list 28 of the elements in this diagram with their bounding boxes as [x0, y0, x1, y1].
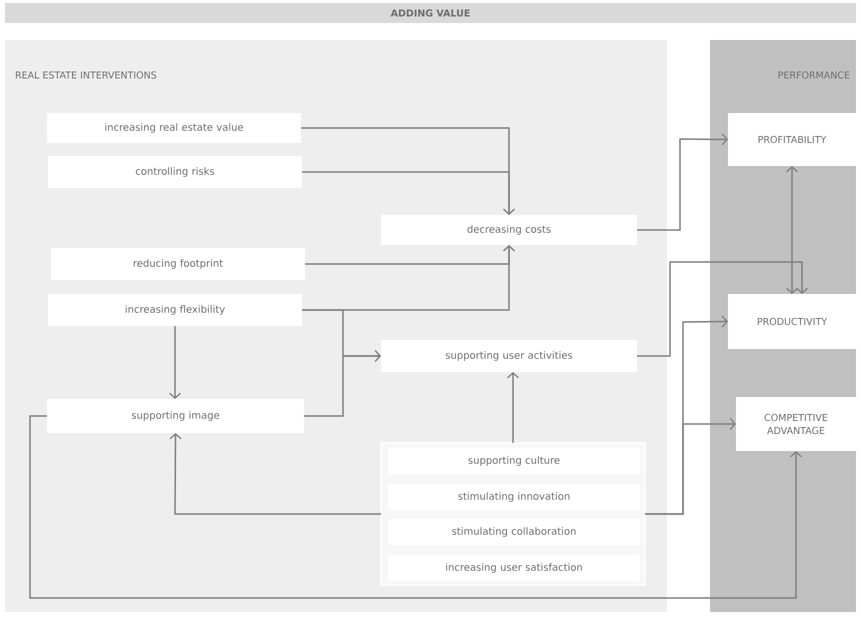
- arrow: [302, 171, 515, 215]
- arrow: [637, 261, 808, 357]
- text-box: PROFITABILITY: [728, 113, 856, 166]
- node-label: PRODUCTIVITY: [758, 318, 828, 326]
- text-box: increasing user satisfaction: [388, 555, 640, 581]
- text-box: stimulating innovation: [388, 484, 640, 510]
- text-box: supporting culture: [388, 448, 640, 474]
- node-label: COMPETITIVE ADVANTAGE: [764, 414, 828, 434]
- node-label: PROFITABILITY: [758, 136, 826, 144]
- text-box: supporting image: [47, 399, 304, 433]
- arrow: [645, 418, 736, 515]
- title-band: ADDING VALUE: [5, 3, 856, 23]
- arrow: [507, 372, 519, 443]
- arrow: [169, 326, 181, 399]
- text-box: increasing real estate value: [47, 113, 301, 143]
- arrow: [304, 350, 381, 417]
- arrow: [786, 166, 798, 294]
- text-box: supporting user activities: [381, 340, 637, 372]
- text-box: increasing flexibility: [48, 294, 302, 326]
- arrow: [637, 134, 728, 231]
- text-box: decreasing costs: [381, 215, 637, 245]
- arrow: [170, 433, 381, 515]
- text-box: COMPETITIVE ADVANTAGE: [736, 397, 856, 451]
- text-box: reducing footprint: [51, 248, 305, 280]
- text-box: PRODUCTIVITY: [728, 294, 856, 349]
- arrow: [29, 415, 802, 599]
- text-box: controlling risks: [48, 156, 302, 188]
- text-box: stimulating collaboration: [388, 519, 640, 545]
